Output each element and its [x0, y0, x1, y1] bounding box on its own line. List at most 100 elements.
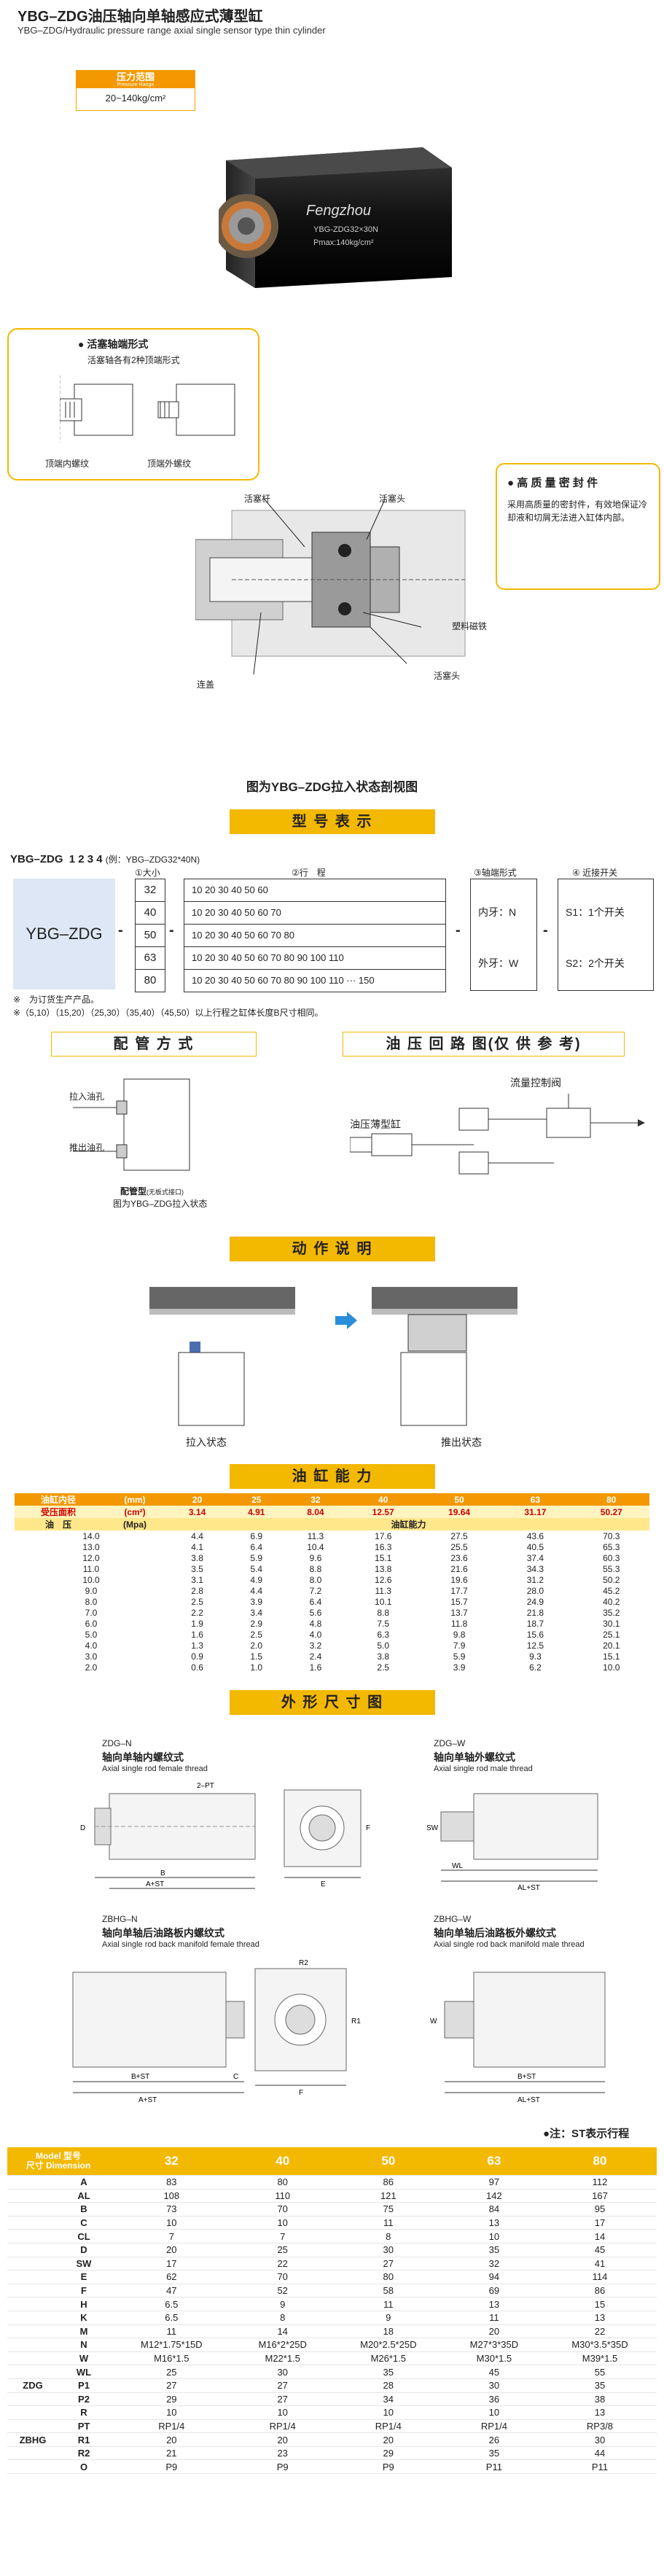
- outline-drawing-bottom: B+ST A+ST C F R1 R2 B+ST AL+ST W: [72, 1959, 606, 2104]
- capacity-force-cell: 5.9: [453, 1651, 466, 1662]
- circuit-valve-label: 流量控制阀: [510, 1077, 561, 1089]
- dimension-value-cell: 27: [233, 2378, 332, 2393]
- capacity-force-cell: 2.9: [250, 1618, 263, 1629]
- page-title: YBG–ZDG油压轴向单轴感应式薄型缸: [17, 9, 263, 25]
- dimension-value-cell: 22: [233, 2257, 332, 2271]
- dimension-group-cell: [7, 2446, 58, 2461]
- dimension-value-cell: 25: [233, 2243, 332, 2257]
- capacity-pressure-cell: 2.0: [85, 1662, 98, 1673]
- capacity-force-cell: 8.8: [377, 1607, 390, 1618]
- capacity-force-cell: 1.0: [250, 1662, 263, 1673]
- capacity-area-row: 受压面积 (cm²) 3.14 4.91 8.04 12.57 19.64 31…: [15, 1506, 649, 1518]
- dimension-value-cell: 73: [109, 2202, 234, 2217]
- capacity-force-cell: 6.4: [309, 1596, 322, 1607]
- dimension-value-cell: RP1/4: [331, 2419, 445, 2434]
- capacity-bore-cell: 50: [421, 1493, 498, 1506]
- dimension-value-cell: 15: [542, 2297, 657, 2311]
- dimension-value-cell: 17: [542, 2216, 657, 2230]
- dimension-value-cell: 23: [233, 2446, 332, 2461]
- capacity-force-cell: 2.0: [250, 1640, 263, 1651]
- dimension-group-cell: [7, 2338, 58, 2352]
- dimension-value-cell: 41: [542, 2257, 657, 2271]
- capacity-bore-cell: 32: [286, 1493, 345, 1506]
- capacity-pressure-cell: 8.0: [85, 1596, 98, 1607]
- capacity-force-cell: 8.0: [309, 1574, 322, 1585]
- section-label-piston-head: 活塞头: [379, 494, 406, 504]
- dimension-key-cell: R1: [58, 2432, 109, 2447]
- piping-drawing: [73, 1078, 190, 1171]
- capacity-area-cell: 50.27: [573, 1506, 649, 1518]
- dim-label-c: C: [233, 2073, 238, 2081]
- capacity-bore-cell: 63: [497, 1493, 574, 1506]
- model-dash-2: -: [169, 922, 174, 938]
- outline-n-cn: 轴向单轴内螺纹式: [102, 1751, 184, 1763]
- dimension-value-cell: 35: [445, 2243, 543, 2257]
- capacity-force-cell: 30.1: [603, 1618, 620, 1629]
- capacity-pressure-cell: 6.0: [85, 1618, 98, 1629]
- capacity-force-cell: 0.9: [191, 1651, 203, 1662]
- outline-w-cn: 轴向单轴外螺纹式: [434, 1751, 515, 1763]
- capacity-force-cell: 28.0: [526, 1585, 544, 1596]
- capacity-force-cell: 2.4: [309, 1651, 322, 1662]
- dimension-group-cell: [7, 2459, 58, 2475]
- dimension-model-cell: 50: [331, 2147, 445, 2176]
- dimension-value-cell: 8: [331, 2229, 445, 2244]
- piston-rod-forms-panel: ● 活塞轴端形式 活塞轴各有2种顶端形式 顶端内螺纹 顶端外螺纹: [7, 328, 259, 480]
- circuit-banner: 油 压 回 路 图(仅 供 参 考): [343, 1032, 625, 1057]
- dimension-group-cell: [7, 2392, 58, 2407]
- dimension-value-cell: 83: [109, 2175, 234, 2190]
- dimension-value-cell: 14: [542, 2229, 657, 2244]
- dimension-value-cell: 34: [331, 2392, 445, 2407]
- action-state-out: 推出状态: [441, 1436, 482, 1448]
- action-banner: 动 作 说 明: [230, 1237, 435, 1261]
- capacity-force-cell: 70.3: [603, 1530, 620, 1541]
- outline-n-code: ZDG–N: [102, 1738, 132, 1748]
- dimension-value-cell: 62: [109, 2270, 234, 2284]
- capacity-force-cell: 10.0: [603, 1662, 620, 1673]
- capacity-force-cell: 34.3: [526, 1563, 544, 1574]
- pressure-range-header: 压力范围 Pressure Range: [77, 71, 195, 88]
- dimension-value-cell: 112: [542, 2175, 657, 2190]
- product-pmax-print: Pmax:140kg/cm²: [313, 238, 374, 247]
- capacity-area-cell: 12.57: [345, 1506, 421, 1518]
- dimension-value-cell: 7: [109, 2229, 234, 2244]
- capacity-force-cell: 6.9: [250, 1530, 263, 1541]
- dimension-value-cell: 32: [445, 2257, 543, 2271]
- circuit-cylinder-label: 油压薄型缸: [350, 1118, 401, 1130]
- capacity-force-cell: 24.9: [526, 1596, 544, 1607]
- capacity-force-cell: 2.8: [191, 1585, 203, 1596]
- dimension-value-cell: 121: [331, 2189, 445, 2203]
- dim-label-sw: SW: [426, 1824, 439, 1832]
- capacity-area-cell: 3.14: [168, 1506, 227, 1518]
- size-item: 63: [135, 947, 165, 970]
- capacity-force-cell: 6.2: [529, 1662, 542, 1673]
- pressure-range-box: 压力范围 Pressure Range 20~140kg/cm²: [76, 70, 195, 111]
- outline-n-en: Axial single rod female thread: [102, 1764, 208, 1773]
- dimension-key-cell: P2: [58, 2392, 109, 2407]
- dimension-model-cell: 63: [445, 2147, 543, 2176]
- dimension-value-cell: P11: [445, 2459, 543, 2475]
- dimension-value-cell: 18: [331, 2324, 445, 2339]
- capacity-force-cell: 17.6: [375, 1530, 392, 1541]
- model-dash-3: -: [456, 922, 461, 938]
- size-item: 50: [135, 925, 165, 947]
- dimension-value-cell: 29: [109, 2392, 234, 2407]
- capacity-force-cell: 60.3: [603, 1552, 620, 1563]
- seal-title: ● 高 质 量 密 封 件: [507, 477, 598, 489]
- capacity-pressure-label: 油 压: [15, 1518, 102, 1530]
- capacity-force-cell: 3.8: [377, 1651, 390, 1662]
- capacity-area-label: 受压面积: [15, 1506, 102, 1518]
- product-brand-print: Fengzhou: [306, 203, 371, 219]
